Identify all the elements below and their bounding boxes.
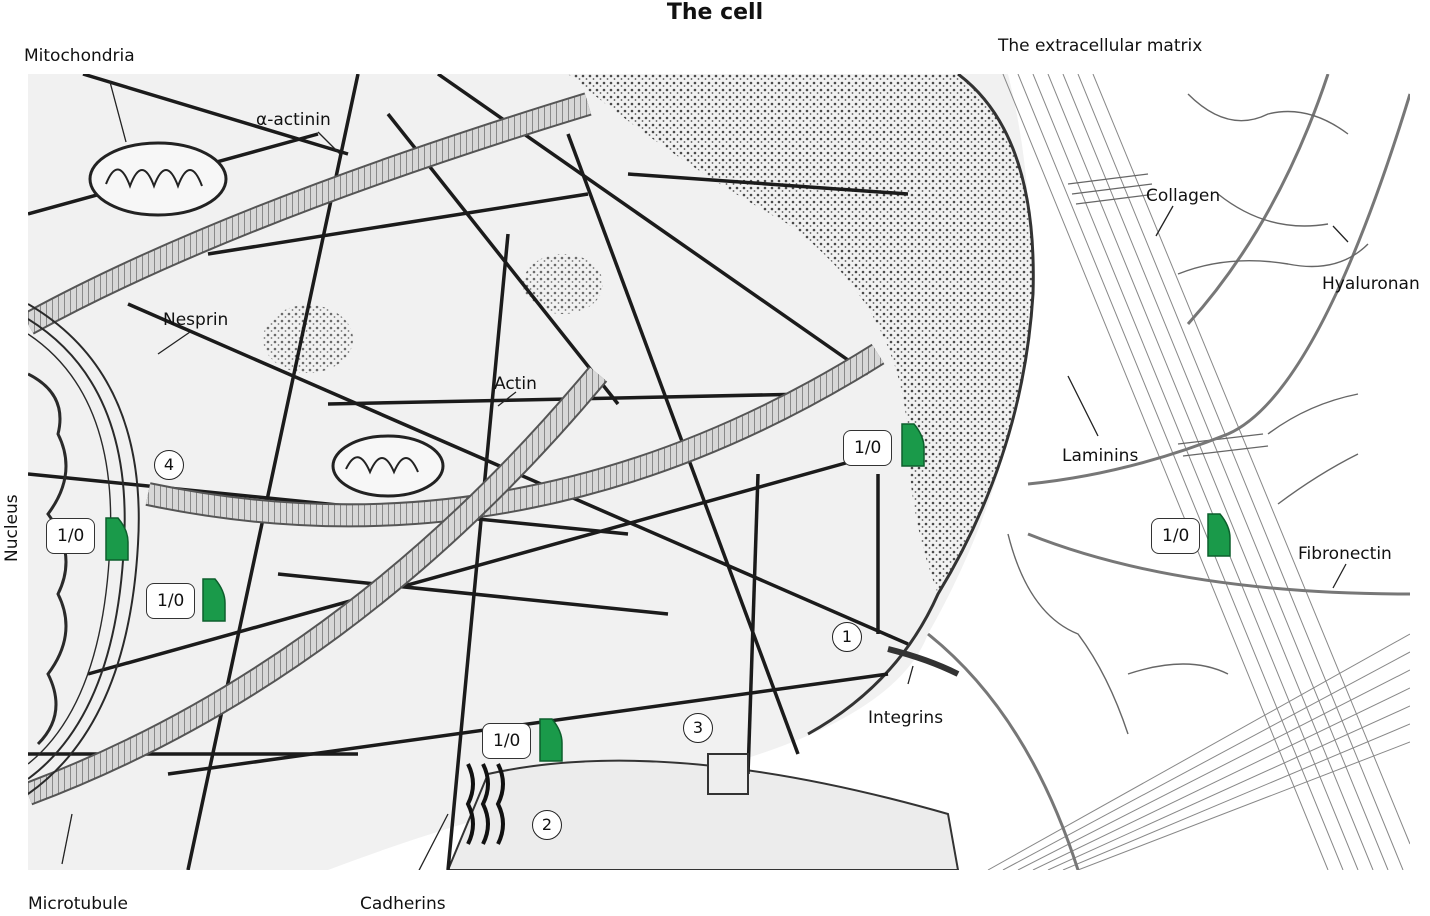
switch-badge-ecm: 1/0 (1151, 518, 1201, 554)
figure-title: The cell (666, 0, 764, 25)
hyaluronan-branches (1007, 93, 1369, 735)
switch-badge-cadherin: 1/0 (482, 723, 532, 759)
neighbour-cell (446, 759, 960, 870)
ecm-strands (927, 74, 1410, 870)
switch-badge-nucleus: 1/0 (46, 518, 96, 554)
label-integrins: Integrins (868, 708, 944, 728)
label-fibronectin: Fibronectin (1298, 544, 1392, 564)
mitochondrion-middle (331, 434, 445, 498)
cell-illustration (28, 74, 1410, 870)
label-laminins: Laminins (1062, 446, 1139, 466)
integrin-complex (887, 646, 960, 677)
cadherin-junction (465, 763, 505, 845)
vesicle-left (263, 305, 353, 373)
label-nucleus: Nucleus (2, 494, 22, 562)
label-collagen: Collagen (1146, 186, 1221, 206)
marker-1: 1 (832, 622, 862, 652)
microtubules (28, 92, 885, 806)
mitochondrion-top (88, 141, 228, 217)
marker-4: 4 (154, 450, 184, 480)
collagen-bands (1067, 173, 1269, 457)
plasma-membrane (807, 74, 1035, 736)
label-cadherins: Cadherins (360, 894, 446, 914)
ecm-title: The extracellular matrix (998, 36, 1203, 56)
label-microtubule: Microtubule (28, 894, 128, 914)
label-hyaluronan: Hyaluronan (1322, 274, 1420, 294)
leader-lines (61, 81, 1349, 870)
label-actin: Actin (494, 374, 537, 394)
label-alpha-actinin: α-actinin (256, 110, 331, 130)
vesicle-right (523, 254, 603, 314)
label-mitochondria: Mitochondria (24, 46, 135, 66)
switch-badge-nesprin: 1/0 (146, 583, 196, 619)
gap-junction (707, 753, 749, 795)
label-nesprin: Nesprin (163, 310, 229, 330)
switch-badge-cortex: 1/0 (843, 430, 893, 466)
marker-3: 3 (683, 713, 713, 743)
marker-2: 2 (532, 810, 562, 840)
collagen-fibers (987, 74, 1410, 870)
switch-icons (105, 423, 1231, 762)
